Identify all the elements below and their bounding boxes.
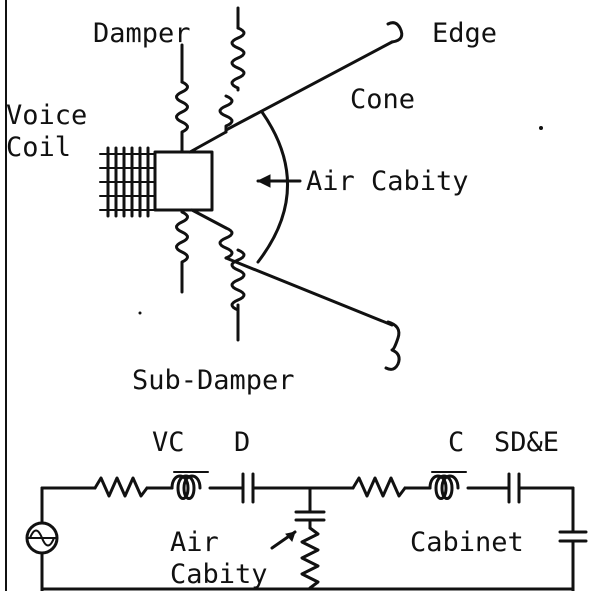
air-cavity-label: Air Cabity bbox=[306, 166, 469, 197]
cabinet-label: Cabinet bbox=[410, 527, 524, 558]
resistor-c bbox=[351, 476, 407, 498]
frame-spring-upper bbox=[230, 26, 246, 92]
sub-damper-label: Sub-Damper bbox=[132, 365, 295, 396]
inductor-vc bbox=[170, 474, 202, 500]
frame-spring-lower bbox=[230, 248, 246, 342]
vc-label: VC bbox=[152, 427, 185, 458]
cone-line-lower bbox=[224, 256, 394, 327]
inductor-c bbox=[428, 474, 460, 500]
ac-source-wave bbox=[29, 529, 55, 547]
c-label: C bbox=[448, 427, 464, 458]
voice-coil-label-line1: Voice bbox=[6, 100, 87, 131]
air-cavity-circuit-label-line2: Cabity bbox=[170, 559, 268, 590]
cone-link-upper bbox=[188, 130, 228, 154]
edge-curve-upper bbox=[386, 21, 404, 44]
sde-label: SD&E bbox=[494, 427, 559, 458]
cone-line-upper bbox=[224, 40, 394, 132]
d-label: D bbox=[234, 427, 250, 458]
voice-coil-label-line2: Coil bbox=[6, 132, 71, 163]
edge-label: Edge bbox=[432, 18, 497, 49]
stray-dot-right bbox=[539, 126, 543, 130]
air-resistor bbox=[300, 526, 320, 590]
voice-coil-body bbox=[153, 150, 214, 212]
cone-spring-upper bbox=[218, 94, 234, 134]
stray-dot-left bbox=[138, 311, 142, 315]
cone-label: Cone bbox=[350, 84, 415, 115]
air-cavity-circuit-label-line1: Air bbox=[170, 527, 219, 558]
edge-curve-lower bbox=[384, 320, 401, 371]
damper-spring-lower bbox=[175, 210, 189, 294]
voice-coil-windings bbox=[99, 146, 156, 218]
cone-spring-lower bbox=[218, 226, 234, 260]
air-variable-arrowhead bbox=[285, 531, 296, 542]
air-cavity-arrowhead bbox=[256, 174, 271, 188]
air-cavity-dome bbox=[256, 110, 289, 264]
resistor-vc bbox=[93, 476, 149, 498]
cone-link-lower bbox=[190, 208, 228, 230]
damper-spring-upper bbox=[175, 80, 189, 154]
damper-label: Damper bbox=[93, 18, 191, 49]
